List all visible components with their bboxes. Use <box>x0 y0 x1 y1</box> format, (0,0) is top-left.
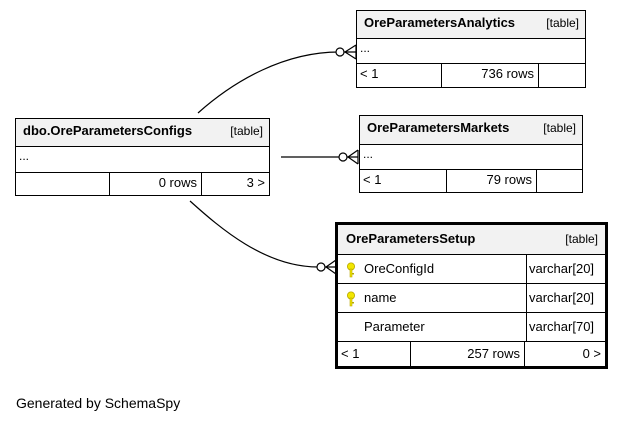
table-type: [table] <box>546 16 579 30</box>
parents-link[interactable]: < 1 <box>363 172 382 187</box>
children-cell <box>538 64 585 87</box>
table-type: [table] <box>230 124 263 138</box>
table-body: ... <box>357 39 585 64</box>
link-to-analytics <box>197 51 356 114</box>
optional-marker <box>316 262 326 272</box>
table-ore-parameters-analytics[interactable]: OreParametersAnalytics [table] ... < 1 7… <box>356 10 586 88</box>
column-name: Parameter <box>364 319 425 334</box>
column-type: varchar[70] <box>529 319 595 334</box>
column-name: name <box>364 290 397 305</box>
table-name: dbo.OreParametersConfigs <box>23 123 193 138</box>
row-count: 736 rows <box>441 64 538 87</box>
table-body: ... <box>16 147 269 173</box>
table-type: [table] <box>565 232 598 246</box>
column-type-cell: varchar[20] <box>526 284 607 312</box>
optional-marker <box>335 47 345 57</box>
children-link[interactable]: 3 > <box>201 173 269 195</box>
column-row[interactable]: OreConfigId varchar[20] <box>338 255 605 284</box>
row-count: 79 rows <box>446 170 536 192</box>
table-type: [table] <box>543 121 576 135</box>
column-row[interactable]: name varchar[20] <box>338 284 605 313</box>
primary-key-icon <box>347 291 355 307</box>
children-cell <box>536 170 582 192</box>
table-header: OreParametersSetup [table] <box>338 225 605 255</box>
row-count: 257 rows <box>410 342 524 367</box>
column-type: varchar[20] <box>529 261 595 276</box>
table-name: OreParametersMarkets <box>367 120 510 135</box>
column-name: OreConfigId <box>364 261 435 276</box>
table-footer: < 1 257 rows 0 > <box>338 342 605 367</box>
table-footer: < 1 79 rows <box>360 170 582 192</box>
table-footer: 0 rows 3 > <box>16 173 269 195</box>
table-ore-parameters-configs[interactable]: dbo.OreParametersConfigs [table] ... 0 r… <box>15 118 270 196</box>
column-type-cell: varchar[20] <box>526 255 607 283</box>
column-type-cell: varchar[70] <box>526 313 607 341</box>
table-header: dbo.OreParametersConfigs [table] <box>16 119 269 147</box>
table-header: OreParametersAnalytics [table] <box>357 11 585 39</box>
link-to-setup <box>189 200 336 268</box>
table-header: OreParametersMarkets [table] <box>360 116 582 145</box>
table-name: OreParametersSetup <box>346 231 476 246</box>
table-name: OreParametersAnalytics <box>364 15 516 30</box>
table-ore-parameters-setup[interactable]: OreParametersSetup [table] OreConfigId v… <box>335 222 608 369</box>
column-row[interactable]: Parameter varchar[70] <box>338 313 605 342</box>
table-ore-parameters-markets[interactable]: OreParametersMarkets [table] ... < 1 79 … <box>359 115 583 193</box>
children-link[interactable]: 0 > <box>524 342 605 367</box>
row-count: 0 rows <box>109 173 201 195</box>
generator-credit: Generated by SchemaSpy <box>16 395 181 411</box>
parents-link[interactable]: < 1 <box>341 346 360 361</box>
table-footer: < 1 736 rows <box>357 64 585 87</box>
parents-cell <box>16 173 109 195</box>
column-type: varchar[20] <box>529 290 595 305</box>
primary-key-icon <box>347 262 355 278</box>
table-body: ... <box>360 145 582 170</box>
parents-link[interactable]: < 1 <box>360 66 379 81</box>
optional-marker <box>338 152 348 162</box>
